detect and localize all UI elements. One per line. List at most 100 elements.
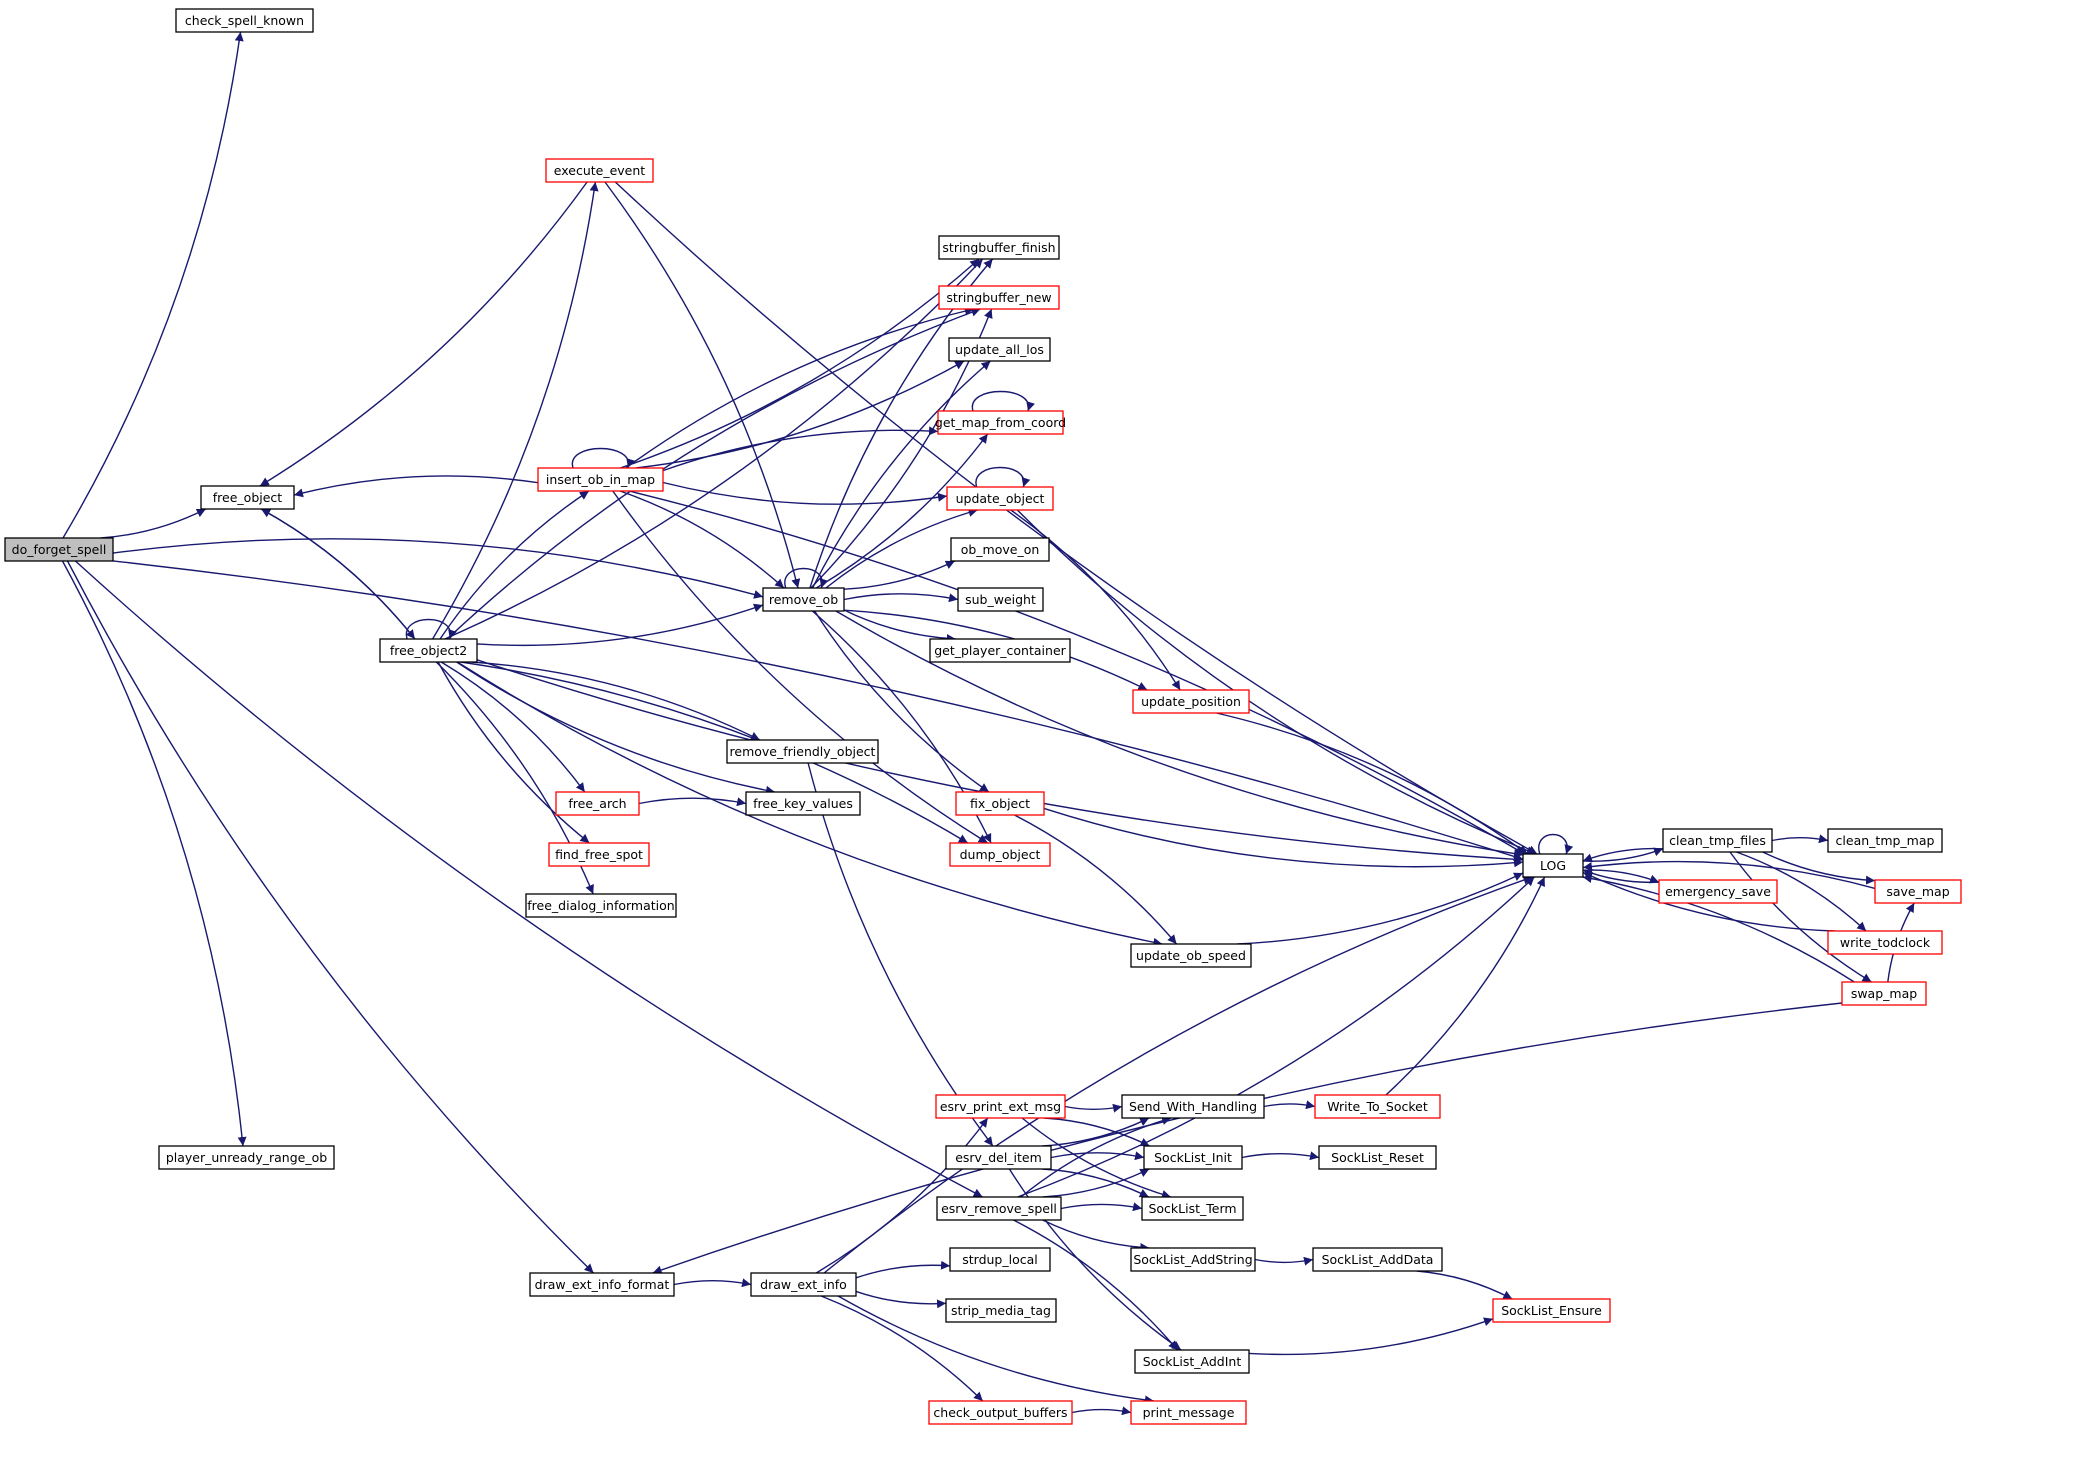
node-check_output_buffers[interactable]: check_output_buffers bbox=[928, 1400, 1073, 1425]
node-player_unready_range_ob[interactable]: player_unready_range_ob bbox=[158, 1145, 335, 1170]
node-box[interactable] bbox=[945, 1145, 1052, 1170]
node-free_arch[interactable]: free_arch bbox=[555, 791, 640, 816]
node-box[interactable] bbox=[1522, 853, 1584, 878]
node-SockList_AddInt[interactable]: SockList_AddInt bbox=[1134, 1349, 1250, 1374]
node-box[interactable] bbox=[158, 1145, 335, 1170]
node-esrv_remove_spell[interactable]: esrv_remove_spell bbox=[936, 1196, 1062, 1221]
node-box[interactable] bbox=[928, 1400, 1073, 1425]
node-box[interactable] bbox=[957, 587, 1044, 612]
node-write_todclock[interactable]: write_todclock bbox=[1827, 930, 1943, 955]
node-remove_friendly_object[interactable]: remove_friendly_object bbox=[726, 739, 879, 764]
node-box[interactable] bbox=[175, 8, 314, 33]
node-box[interactable] bbox=[200, 485, 295, 510]
node-free_dialog_information[interactable]: free_dialog_information bbox=[525, 893, 677, 918]
node-emergency_save[interactable]: emergency_save bbox=[1658, 879, 1778, 904]
node-box[interactable] bbox=[950, 537, 1050, 562]
node-box[interactable] bbox=[379, 638, 478, 663]
node-strip_media_tag[interactable]: strip_media_tag bbox=[945, 1298, 1057, 1323]
node-box[interactable] bbox=[555, 791, 640, 816]
node-box[interactable] bbox=[935, 1094, 1066, 1119]
node-stringbuffer_new[interactable]: stringbuffer_new bbox=[938, 285, 1060, 310]
node-box[interactable] bbox=[537, 467, 664, 492]
node-save_map[interactable]: save_map bbox=[1874, 879, 1962, 904]
node-update_ob_speed[interactable]: update_ob_speed bbox=[1130, 943, 1252, 968]
node-box[interactable] bbox=[1827, 828, 1943, 853]
node-print_message[interactable]: print_message bbox=[1130, 1400, 1247, 1425]
node-LOG[interactable]: LOG bbox=[1522, 853, 1584, 878]
node-box[interactable] bbox=[750, 1272, 857, 1297]
node-box[interactable] bbox=[548, 842, 650, 867]
node-check_spell_known[interactable]: check_spell_known bbox=[175, 8, 314, 33]
node-esrv_print_ext_msg[interactable]: esrv_print_ext_msg bbox=[935, 1094, 1066, 1119]
node-box[interactable] bbox=[1318, 1145, 1437, 1170]
node-box[interactable] bbox=[948, 337, 1051, 362]
node-box[interactable] bbox=[1492, 1298, 1611, 1323]
node-box[interactable] bbox=[1130, 1400, 1247, 1425]
node-strdup_local[interactable]: strdup_local bbox=[949, 1247, 1051, 1272]
node-clean_tmp_files[interactable]: clean_tmp_files bbox=[1662, 828, 1773, 853]
node-free_object2[interactable]: free_object2 bbox=[379, 638, 478, 663]
node-box[interactable] bbox=[529, 1272, 675, 1297]
node-box[interactable] bbox=[1121, 1094, 1265, 1119]
node-fix_object[interactable]: fix_object bbox=[955, 791, 1045, 816]
node-box[interactable] bbox=[1130, 1247, 1256, 1272]
node-SockList_AddString[interactable]: SockList_AddString bbox=[1130, 1247, 1256, 1272]
node-box[interactable] bbox=[929, 638, 1071, 663]
node-SockList_AddData[interactable]: SockList_AddData bbox=[1312, 1247, 1443, 1272]
node-esrv_del_item[interactable]: esrv_del_item bbox=[945, 1145, 1052, 1170]
node-SockList_Ensure[interactable]: SockList_Ensure bbox=[1492, 1298, 1611, 1323]
node-Write_To_Socket[interactable]: Write_To_Socket bbox=[1314, 1094, 1441, 1119]
node-box[interactable] bbox=[938, 285, 1060, 310]
node-find_free_spot[interactable]: find_free_spot bbox=[548, 842, 650, 867]
node-box[interactable] bbox=[1132, 689, 1250, 714]
node-execute_event[interactable]: execute_event bbox=[545, 158, 654, 183]
node-Send_With_Handling[interactable]: Send_With_Handling bbox=[1121, 1094, 1265, 1119]
node-get_player_container[interactable]: get_player_container bbox=[929, 638, 1071, 663]
node-box[interactable] bbox=[1841, 981, 1927, 1006]
node-box[interactable] bbox=[1134, 1349, 1250, 1374]
node-free_key_values[interactable]: free_key_values bbox=[745, 791, 861, 816]
node-update_object[interactable]: update_object bbox=[946, 486, 1054, 511]
node-box[interactable] bbox=[762, 587, 845, 612]
node-ob_move_on[interactable]: ob_move_on bbox=[950, 537, 1050, 562]
node-box[interactable] bbox=[936, 1196, 1062, 1221]
node-get_map_from_coord[interactable]: get_map_from_coord bbox=[935, 410, 1066, 435]
node-dump_object[interactable]: dump_object bbox=[949, 842, 1051, 867]
node-swap_map[interactable]: swap_map bbox=[1841, 981, 1927, 1006]
node-box[interactable] bbox=[1312, 1247, 1443, 1272]
node-do_forget_spell[interactable]: do_forget_spell bbox=[4, 537, 114, 562]
node-box[interactable] bbox=[949, 842, 1051, 867]
node-SockList_Term[interactable]: SockList_Term bbox=[1141, 1196, 1244, 1221]
node-box[interactable] bbox=[937, 410, 1064, 435]
node-box[interactable] bbox=[1662, 828, 1773, 853]
node-box[interactable] bbox=[1130, 943, 1252, 968]
node-update_all_los[interactable]: update_all_los bbox=[948, 337, 1051, 362]
node-stringbuffer_finish[interactable]: stringbuffer_finish bbox=[938, 235, 1060, 260]
node-clean_tmp_map[interactable]: clean_tmp_map bbox=[1827, 828, 1943, 853]
node-remove_ob[interactable]: remove_ob bbox=[762, 587, 845, 612]
node-box[interactable] bbox=[1658, 879, 1778, 904]
node-SockList_Init[interactable]: SockList_Init bbox=[1143, 1145, 1243, 1170]
node-free_object[interactable]: free_object bbox=[200, 485, 295, 510]
node-update_position[interactable]: update_position bbox=[1132, 689, 1250, 714]
node-box[interactable] bbox=[1874, 879, 1962, 904]
node-box[interactable] bbox=[949, 1247, 1051, 1272]
node-box[interactable] bbox=[938, 235, 1060, 260]
node-box[interactable] bbox=[946, 486, 1054, 511]
node-box[interactable] bbox=[726, 739, 879, 764]
node-box[interactable] bbox=[1314, 1094, 1441, 1119]
node-insert_ob_in_map[interactable]: insert_ob_in_map bbox=[537, 467, 664, 492]
node-box[interactable] bbox=[525, 893, 677, 918]
node-box[interactable] bbox=[545, 158, 654, 183]
node-box[interactable] bbox=[1827, 930, 1943, 955]
node-box[interactable] bbox=[4, 537, 114, 562]
node-SockList_Reset[interactable]: SockList_Reset bbox=[1318, 1145, 1437, 1170]
node-draw_ext_info_format[interactable]: draw_ext_info_format bbox=[529, 1272, 675, 1297]
node-box[interactable] bbox=[745, 791, 861, 816]
node-sub_weight[interactable]: sub_weight bbox=[957, 587, 1044, 612]
node-box[interactable] bbox=[955, 791, 1045, 816]
node-box[interactable] bbox=[1143, 1145, 1243, 1170]
node-box[interactable] bbox=[1141, 1196, 1244, 1221]
node-draw_ext_info[interactable]: draw_ext_info bbox=[750, 1272, 857, 1297]
node-box[interactable] bbox=[945, 1298, 1057, 1323]
